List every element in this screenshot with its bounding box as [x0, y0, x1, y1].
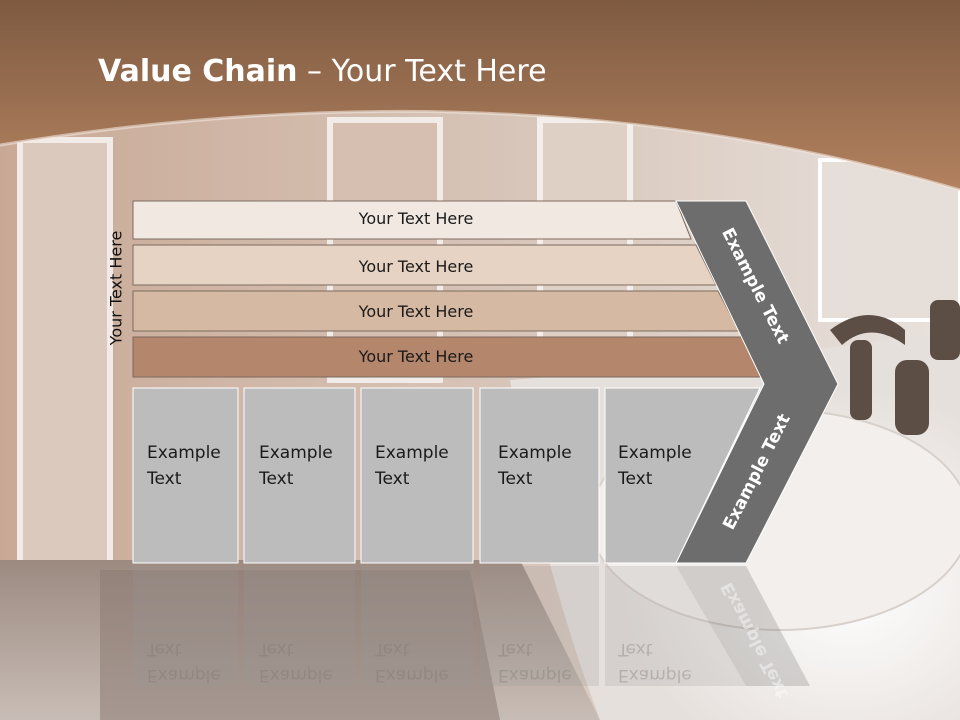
band-2-label: Your Text Here: [358, 257, 474, 276]
cell-3-reflection-line1: Example: [375, 665, 449, 685]
cell-2-shape: [243, 387, 356, 564]
band-1-shape: [132, 200, 692, 240]
cell-2-line1: Example: [259, 443, 333, 463]
slide-title: Value Chain – Your Text Here: [98, 54, 547, 89]
title-bold: Value Chain: [98, 54, 298, 89]
cell-5-line2: Text: [618, 469, 653, 489]
cells-reflection: [133, 566, 810, 686]
cell-1-line2: Text: [147, 469, 182, 489]
cell-4-reflection: Example Text: [498, 636, 572, 688]
cell-1-line1: Example: [147, 443, 221, 463]
cell-4-line2: Text: [498, 469, 533, 489]
cell-1-reflection-line2: Text: [147, 639, 182, 659]
cell-3-reflection: Example Text: [375, 636, 449, 688]
chevron-shape: [675, 200, 839, 564]
cell-4-shape: [479, 387, 600, 564]
cell-4-line1: Example: [498, 443, 572, 463]
title-rest: – Your Text Here: [297, 54, 547, 89]
cell-2-line2: Text: [259, 469, 294, 489]
cell-5-reflection-line2: Text: [618, 639, 653, 659]
cell-2-reflection-line2: Text: [259, 639, 294, 659]
cell-5-reflection: Example Text: [618, 636, 692, 688]
band-4-label: Your Text Here: [358, 347, 474, 366]
cell-5-shape: [604, 387, 761, 564]
cell-1-reflection: Example Text: [147, 636, 221, 688]
cell-1-shape: [132, 387, 239, 564]
cell-1-reflection-line1: Example: [147, 665, 221, 685]
cell-3-line1: Example: [375, 443, 449, 463]
cell-3-reflection-line2: Text: [375, 639, 410, 659]
cell-5-line1: Example: [618, 443, 692, 463]
cell-4-reflection-line1: Example: [498, 665, 572, 685]
band-1-label: Your Text Here: [358, 209, 474, 228]
cell-5-reflection-line1: Example: [618, 665, 692, 685]
cell-2-reflection: Example Text: [259, 636, 333, 688]
cell-3-line2: Text: [375, 469, 410, 489]
band-3-label: Your Text Here: [358, 302, 474, 321]
cell-3-shape: [360, 387, 474, 564]
cell-4-reflection-line2: Text: [498, 639, 533, 659]
cell-2-reflection-line1: Example: [259, 665, 333, 685]
